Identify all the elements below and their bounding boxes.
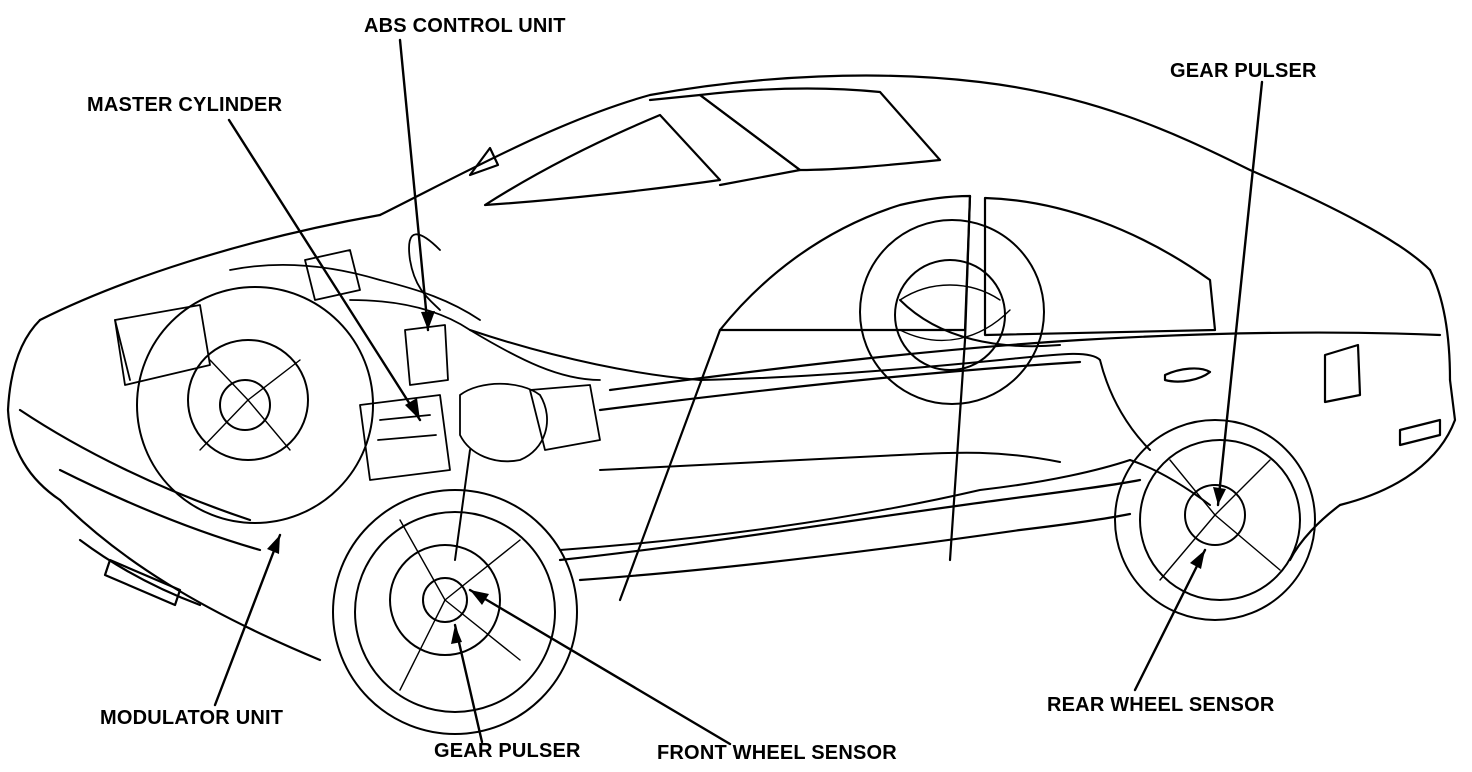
master-cylinder-label: MASTER CYLINDER xyxy=(87,94,283,116)
arrowheads xyxy=(267,311,1226,644)
leader-lines xyxy=(213,38,1264,746)
gear-pulser-rear-leader xyxy=(1216,80,1264,507)
abs-control-unit-label: ABS CONTROL UNIT xyxy=(364,15,566,37)
rear-wheel-sensor-label: REAR WHEEL SENSOR xyxy=(1047,694,1275,716)
abs-control-unit-leader xyxy=(398,38,430,332)
gear-pulser-front-label: GEAR PULSER xyxy=(434,740,581,762)
modulator-unit-leader xyxy=(213,533,282,707)
brake-details xyxy=(199,284,1281,691)
front-wheel-sensor-label: FRONT WHEEL SENSOR xyxy=(657,742,897,764)
wheels xyxy=(136,219,1316,735)
front-wheel-sensor-leader xyxy=(468,588,732,746)
modulator-unit-label: MODULATOR UNIT xyxy=(100,707,284,729)
master-cylinder-leader xyxy=(227,118,422,422)
gear-pulser-rear-label: GEAR PULSER xyxy=(1170,60,1317,82)
brake-lines xyxy=(454,299,1211,561)
rear-wheel-sensor-leader xyxy=(1133,548,1207,692)
gear-pulser-front-leader xyxy=(453,623,484,744)
car-body-outline xyxy=(6,74,1457,662)
engine-bay-components xyxy=(114,233,601,481)
